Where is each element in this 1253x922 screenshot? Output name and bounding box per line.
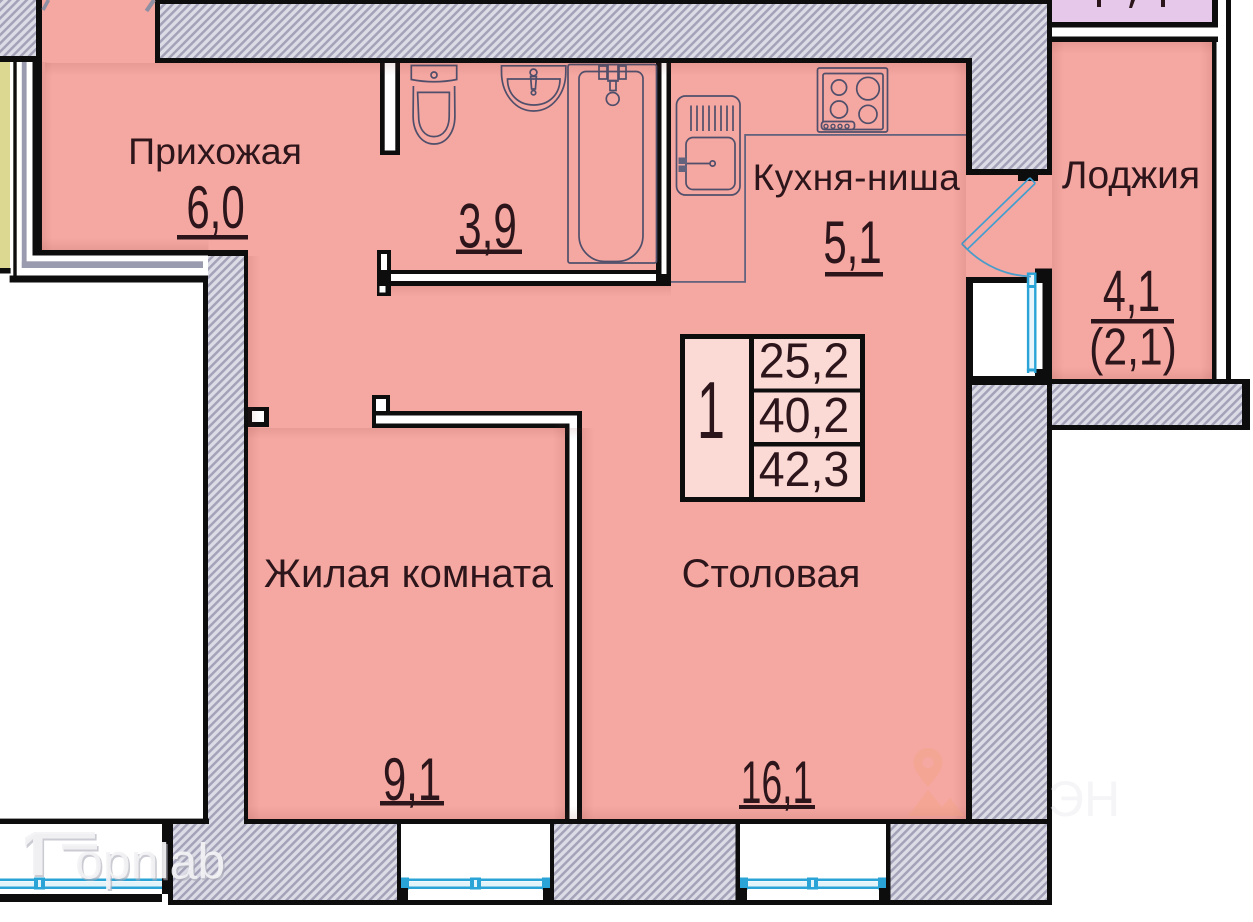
svg-text:6,0: 6,0 bbox=[186, 174, 244, 241]
svg-text:1: 1 bbox=[697, 366, 725, 456]
svg-text:25,2: 25,2 bbox=[759, 334, 850, 388]
svg-text:Прихожая: Прихожая bbox=[128, 130, 302, 172]
svg-text:Жилая комната: Жилая комната bbox=[264, 552, 554, 596]
svg-text:ЭН: ЭН bbox=[1048, 771, 1120, 827]
svg-text:(2,1): (2,1) bbox=[1089, 319, 1177, 377]
svg-text:5,1: 5,1 bbox=[823, 209, 881, 276]
svg-text:4,1: 4,1 bbox=[1103, 258, 1160, 324]
svg-text:opnlab: opnlab bbox=[77, 836, 227, 892]
svg-text:Кухня-ниша: Кухня-ниша bbox=[753, 157, 961, 198]
svg-text:Лоджия: Лоджия bbox=[1062, 154, 1200, 197]
svg-text:42,3: 42,3 bbox=[759, 443, 850, 497]
svg-text:40,2: 40,2 bbox=[759, 389, 850, 443]
svg-text:Столовая: Столовая bbox=[682, 552, 861, 596]
svg-text:opnlab: opnlab bbox=[75, 834, 225, 890]
